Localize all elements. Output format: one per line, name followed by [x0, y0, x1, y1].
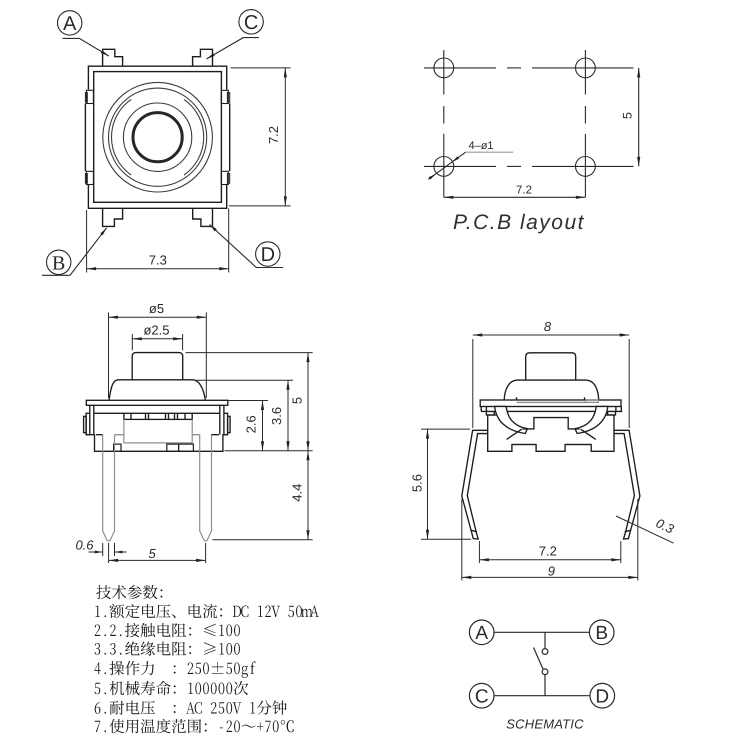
svg-text:2.6: 2.6	[243, 415, 258, 433]
svg-text:B: B	[52, 253, 65, 275]
svg-text:5: 5	[290, 397, 305, 404]
svg-text:4–ø1: 4–ø1	[468, 140, 493, 152]
svg-text:0.3: 0.3	[654, 515, 677, 537]
svg-text:5: 5	[621, 112, 635, 119]
svg-text:4.4: 4.4	[290, 484, 305, 502]
svg-text:7.2: 7.2	[516, 184, 532, 196]
svg-text:C: C	[244, 12, 258, 34]
svg-text:7.2: 7.2	[266, 126, 281, 144]
svg-text:C: C	[475, 687, 489, 708]
svg-text:0.6: 0.6	[75, 537, 94, 552]
svg-text:ø5: ø5	[149, 301, 164, 316]
svg-text:5: 5	[148, 546, 156, 561]
svg-text:7.3: 7.3	[149, 252, 167, 267]
svg-text:D: D	[595, 687, 609, 708]
svg-text:8: 8	[544, 319, 552, 334]
svg-text:A: A	[63, 13, 77, 35]
svg-text:SCHEMATIC: SCHEMATIC	[506, 717, 584, 732]
svg-text:5.6: 5.6	[409, 474, 424, 492]
svg-text:P.C.B layout: P.C.B layout	[453, 211, 585, 234]
svg-text:7.2: 7.2	[539, 544, 557, 559]
svg-text:3.6: 3.6	[269, 407, 284, 425]
svg-text:A: A	[475, 623, 488, 644]
svg-text:D: D	[261, 244, 275, 266]
svg-text:9: 9	[548, 564, 555, 579]
svg-text:B: B	[595, 623, 608, 644]
svg-text:ø2.5: ø2.5	[143, 322, 169, 337]
